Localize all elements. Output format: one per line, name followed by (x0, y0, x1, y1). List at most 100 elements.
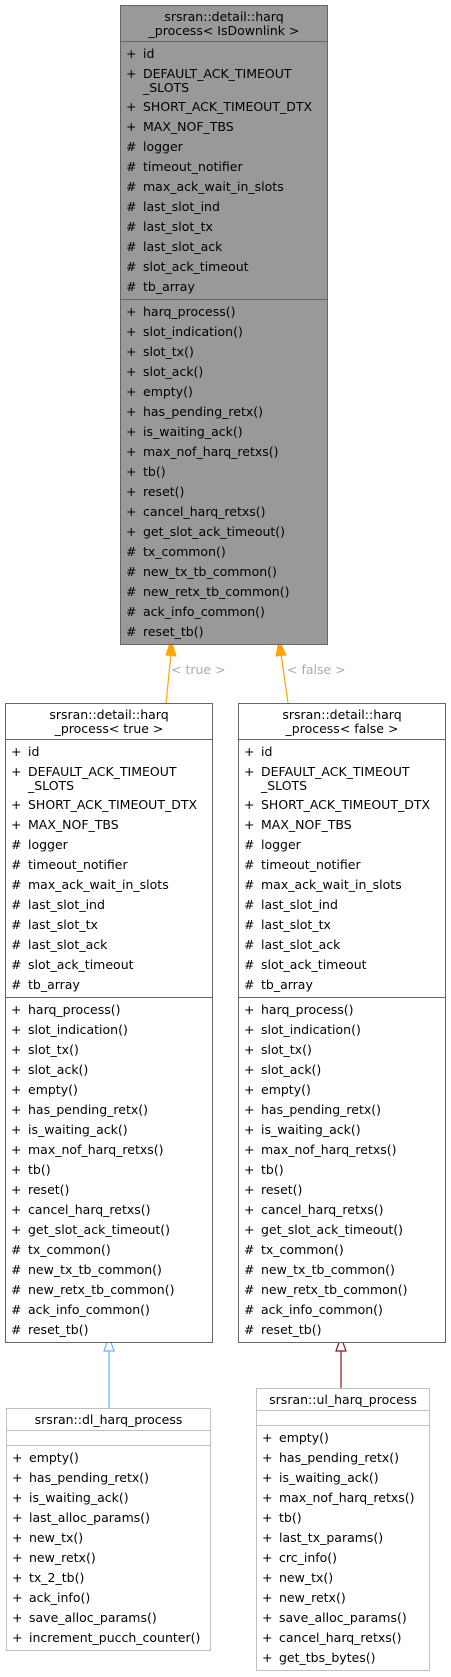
method-row[interactable]: #new_retx_tb_common() (6, 1280, 212, 1300)
attribute-row[interactable]: #max_ack_wait_in_slots (239, 875, 445, 895)
method-row[interactable]: +ack_info() (7, 1588, 210, 1608)
method-row[interactable]: +max_nof_harq_retxs() (257, 1488, 429, 1508)
method-row[interactable]: +save_alloc_params() (7, 1608, 210, 1628)
method-row[interactable]: +save_alloc_params() (257, 1608, 429, 1628)
attribute-row[interactable]: #slot_ack_timeout (6, 955, 212, 975)
attribute-row[interactable]: +DEFAULT_ACK_TIMEOUT _SLOTS (239, 762, 445, 795)
method-row[interactable]: #ack_info_common() (121, 602, 327, 622)
attribute-row[interactable]: #last_slot_ind (121, 197, 327, 217)
attribute-row[interactable]: #tb_array (121, 277, 327, 297)
method-row[interactable]: +has_pending_retx() (7, 1468, 210, 1488)
method-row[interactable]: +increment_pucch_counter() (7, 1628, 210, 1648)
attribute-row[interactable]: #timeout_notifier (6, 855, 212, 875)
method-row[interactable]: +get_slot_ack_timeout() (121, 522, 327, 542)
method-row[interactable]: +slot_indication() (239, 1020, 445, 1040)
method-row[interactable]: +tb() (257, 1508, 429, 1528)
method-row[interactable]: #tx_common() (6, 1240, 212, 1260)
attribute-row[interactable]: #logger (6, 835, 212, 855)
method-row[interactable]: +max_nof_harq_retxs() (121, 442, 327, 462)
class-dl-harq-process[interactable]: srsran::dl_harq_process+empty()+has_pend… (6, 1408, 211, 1651)
attribute-row[interactable]: #logger (121, 137, 327, 157)
method-row[interactable]: +is_waiting_ack() (6, 1120, 212, 1140)
method-row[interactable]: +crc_info() (257, 1548, 429, 1568)
class-harq-process-false[interactable]: srsran::detail::harq_process< false >+id… (238, 703, 446, 1343)
method-row[interactable]: +slot_ack() (6, 1060, 212, 1080)
method-row[interactable]: +new_retx() (7, 1548, 210, 1568)
method-row[interactable]: +is_waiting_ack() (7, 1488, 210, 1508)
attribute-row[interactable]: #last_slot_tx (6, 915, 212, 935)
method-row[interactable]: +max_nof_harq_retxs() (6, 1140, 212, 1160)
attribute-row[interactable]: +id (239, 742, 445, 762)
attribute-row[interactable]: #last_slot_ack (6, 935, 212, 955)
method-row[interactable]: +harq_process() (6, 1000, 212, 1020)
method-row[interactable]: +last_alloc_params() (7, 1508, 210, 1528)
method-row[interactable]: +cancel_harq_retxs() (121, 502, 327, 522)
method-row[interactable]: +new_tx() (257, 1568, 429, 1588)
attribute-row[interactable]: +SHORT_ACK_TIMEOUT_DTX (239, 795, 445, 815)
method-row[interactable]: +reset() (6, 1180, 212, 1200)
method-row[interactable]: #new_tx_tb_common() (239, 1260, 445, 1280)
attribute-row[interactable]: +MAX_NOF_TBS (239, 815, 445, 835)
attribute-row[interactable]: #timeout_notifier (239, 855, 445, 875)
method-row[interactable]: #new_tx_tb_common() (6, 1260, 212, 1280)
method-row[interactable]: #reset_tb() (239, 1320, 445, 1340)
attribute-row[interactable]: +id (121, 44, 327, 64)
attribute-row[interactable]: +MAX_NOF_TBS (121, 117, 327, 137)
method-row[interactable]: #new_retx_tb_common() (239, 1280, 445, 1300)
method-row[interactable]: #tx_common() (121, 542, 327, 562)
attribute-row[interactable]: #timeout_notifier (121, 157, 327, 177)
method-row[interactable]: +has_pending_retx() (257, 1448, 429, 1468)
attribute-row[interactable]: #max_ack_wait_in_slots (121, 177, 327, 197)
method-row[interactable]: +slot_tx() (6, 1040, 212, 1060)
attribute-row[interactable]: #max_ack_wait_in_slots (6, 875, 212, 895)
method-row[interactable]: +slot_indication() (121, 322, 327, 342)
method-row[interactable]: +get_slot_ack_timeout() (6, 1220, 212, 1240)
attribute-row[interactable]: +MAX_NOF_TBS (6, 815, 212, 835)
method-row[interactable]: +harq_process() (239, 1000, 445, 1020)
method-row[interactable]: +empty() (121, 382, 327, 402)
method-row[interactable]: +slot_ack() (121, 362, 327, 382)
method-row[interactable]: +slot_tx() (239, 1040, 445, 1060)
method-row[interactable]: +tb() (239, 1160, 445, 1180)
method-row[interactable]: +is_waiting_ack() (257, 1468, 429, 1488)
attribute-row[interactable]: #tb_array (6, 975, 212, 995)
method-row[interactable]: +has_pending_retx() (6, 1100, 212, 1120)
attribute-row[interactable]: +DEFAULT_ACK_TIMEOUT _SLOTS (6, 762, 212, 795)
attribute-row[interactable]: +SHORT_ACK_TIMEOUT_DTX (6, 795, 212, 815)
attribute-row[interactable]: #logger (239, 835, 445, 855)
method-row[interactable]: +new_retx() (257, 1588, 429, 1608)
method-row[interactable]: +harq_process() (121, 302, 327, 322)
method-row[interactable]: +max_nof_harq_retxs() (239, 1140, 445, 1160)
method-row[interactable]: +reset() (121, 482, 327, 502)
method-row[interactable]: +cancel_harq_retxs() (257, 1628, 429, 1648)
method-row[interactable]: +reset() (239, 1180, 445, 1200)
method-row[interactable]: +is_waiting_ack() (121, 422, 327, 442)
method-row[interactable]: +tb() (6, 1160, 212, 1180)
attribute-row[interactable]: +SHORT_ACK_TIMEOUT_DTX (121, 97, 327, 117)
attribute-row[interactable]: #slot_ack_timeout (239, 955, 445, 975)
attribute-row[interactable]: +id (6, 742, 212, 762)
method-row[interactable]: #reset_tb() (121, 622, 327, 642)
method-row[interactable]: +empty() (239, 1080, 445, 1100)
method-row[interactable]: +cancel_harq_retxs() (239, 1200, 445, 1220)
attribute-row[interactable]: #last_slot_tx (121, 217, 327, 237)
method-row[interactable]: +get_tbs_bytes() (257, 1648, 429, 1668)
attribute-row[interactable]: #slot_ack_timeout (121, 257, 327, 277)
class-harq-process-template[interactable]: srsran::detail::harq_process< IsDownlink… (120, 5, 328, 645)
method-row[interactable]: +new_tx() (7, 1528, 210, 1548)
method-row[interactable]: +empty() (7, 1448, 210, 1468)
method-row[interactable]: +empty() (6, 1080, 212, 1100)
attribute-row[interactable]: #last_slot_ind (6, 895, 212, 915)
class-ul-harq-process[interactable]: srsran::ul_harq_process+empty()+has_pend… (256, 1388, 430, 1671)
method-row[interactable]: +get_slot_ack_timeout() (239, 1220, 445, 1240)
method-row[interactable]: +last_tx_params() (257, 1528, 429, 1548)
method-row[interactable]: +has_pending_retx() (239, 1100, 445, 1120)
method-row[interactable]: #ack_info_common() (239, 1300, 445, 1320)
method-row[interactable]: #ack_info_common() (6, 1300, 212, 1320)
method-row[interactable]: +slot_tx() (121, 342, 327, 362)
method-row[interactable]: +tb() (121, 462, 327, 482)
attribute-row[interactable]: +DEFAULT_ACK_TIMEOUT _SLOTS (121, 64, 327, 97)
attribute-row[interactable]: #last_slot_ind (239, 895, 445, 915)
method-row[interactable]: +has_pending_retx() (121, 402, 327, 422)
method-row[interactable]: #tx_common() (239, 1240, 445, 1260)
